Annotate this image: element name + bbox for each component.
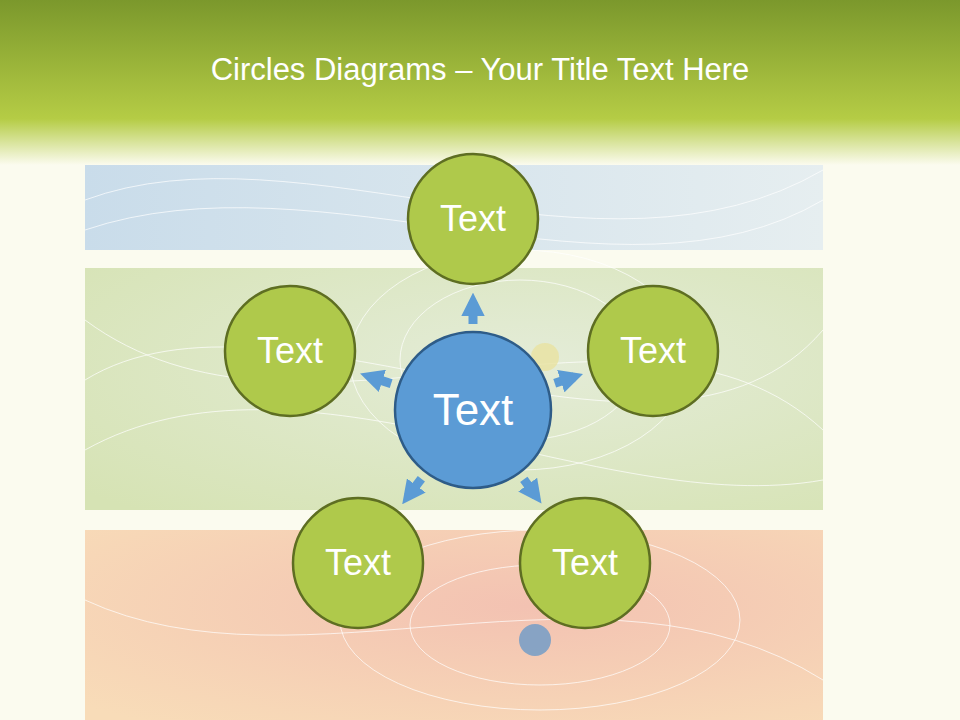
circle-label: Text: [433, 385, 514, 435]
arrow-connector: [369, 376, 391, 383]
arrow-connector: [469, 302, 478, 324]
arrow-connector: [555, 377, 574, 383]
center-circle: Text: [393, 330, 553, 490]
circle-label: Text: [325, 542, 391, 584]
circle-label: Text: [552, 542, 618, 584]
outer-circle: Text: [291, 496, 425, 630]
circle-label: Text: [257, 330, 323, 372]
circle-label: Text: [620, 330, 686, 372]
outer-circle: Text: [518, 496, 652, 630]
outer-circle: Text: [586, 284, 720, 418]
slide-title: Circles Diagrams – Your Title Text Here: [0, 52, 960, 88]
arrow-connector: [524, 479, 536, 496]
outer-circle: Text: [406, 152, 540, 286]
outer-circle: Text: [223, 284, 357, 418]
arrow-connector: [408, 479, 421, 497]
circle-label: Text: [440, 198, 506, 240]
